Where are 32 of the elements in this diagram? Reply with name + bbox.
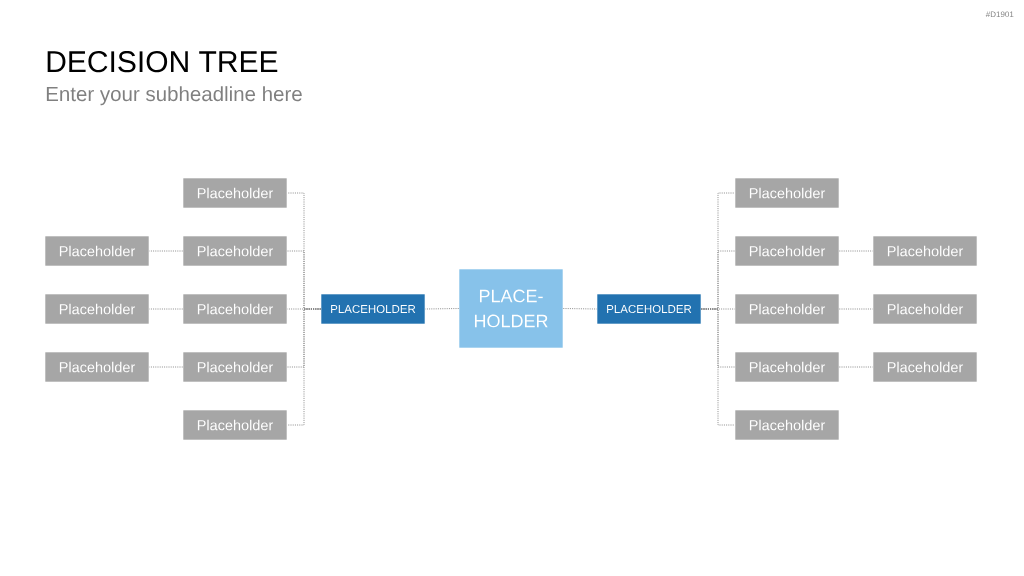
option-box: Placeholder bbox=[182, 293, 288, 325]
dotted-connector bbox=[838, 366, 874, 368]
dotted-connector bbox=[838, 250, 874, 252]
dotted-connector bbox=[562, 308, 598, 310]
option-box: Placeholder bbox=[182, 351, 288, 383]
dotted-connector bbox=[700, 308, 736, 426]
option-box: Placeholder bbox=[872, 235, 978, 267]
dotted-connector bbox=[148, 250, 184, 252]
option-box: Placeholder bbox=[734, 351, 840, 383]
option-box: Placeholder bbox=[44, 351, 150, 383]
title: DECISION TREE bbox=[47, 51, 278, 73]
option-box: Placeholder bbox=[872, 293, 978, 325]
root-box: PLACE- HOLDER bbox=[458, 268, 564, 349]
option-box: Placeholder bbox=[182, 409, 288, 441]
dotted-connector bbox=[286, 308, 322, 426]
dotted-connector bbox=[838, 308, 874, 310]
option-box: Placeholder bbox=[44, 235, 150, 267]
option-box: Placeholder bbox=[734, 409, 840, 441]
option-box: Placeholder bbox=[734, 293, 840, 325]
subtitle: Enter your subheadline here bbox=[46, 86, 302, 106]
option-box: Placeholder bbox=[734, 235, 840, 267]
option-box: Placeholder bbox=[734, 177, 840, 209]
option-box: Placeholder bbox=[872, 351, 978, 383]
option-box: Placeholder bbox=[182, 235, 288, 267]
option-box: Placeholder bbox=[182, 177, 288, 209]
dotted-connector bbox=[424, 308, 460, 310]
code-label: #D1901 bbox=[985, 11, 1014, 18]
option-box: Placeholder bbox=[44, 293, 150, 325]
branch-box: PLACEHOLDER bbox=[596, 293, 702, 325]
dotted-connector bbox=[148, 308, 184, 310]
dotted-connector bbox=[148, 366, 184, 368]
branch-box: PLACEHOLDER bbox=[320, 293, 426, 325]
